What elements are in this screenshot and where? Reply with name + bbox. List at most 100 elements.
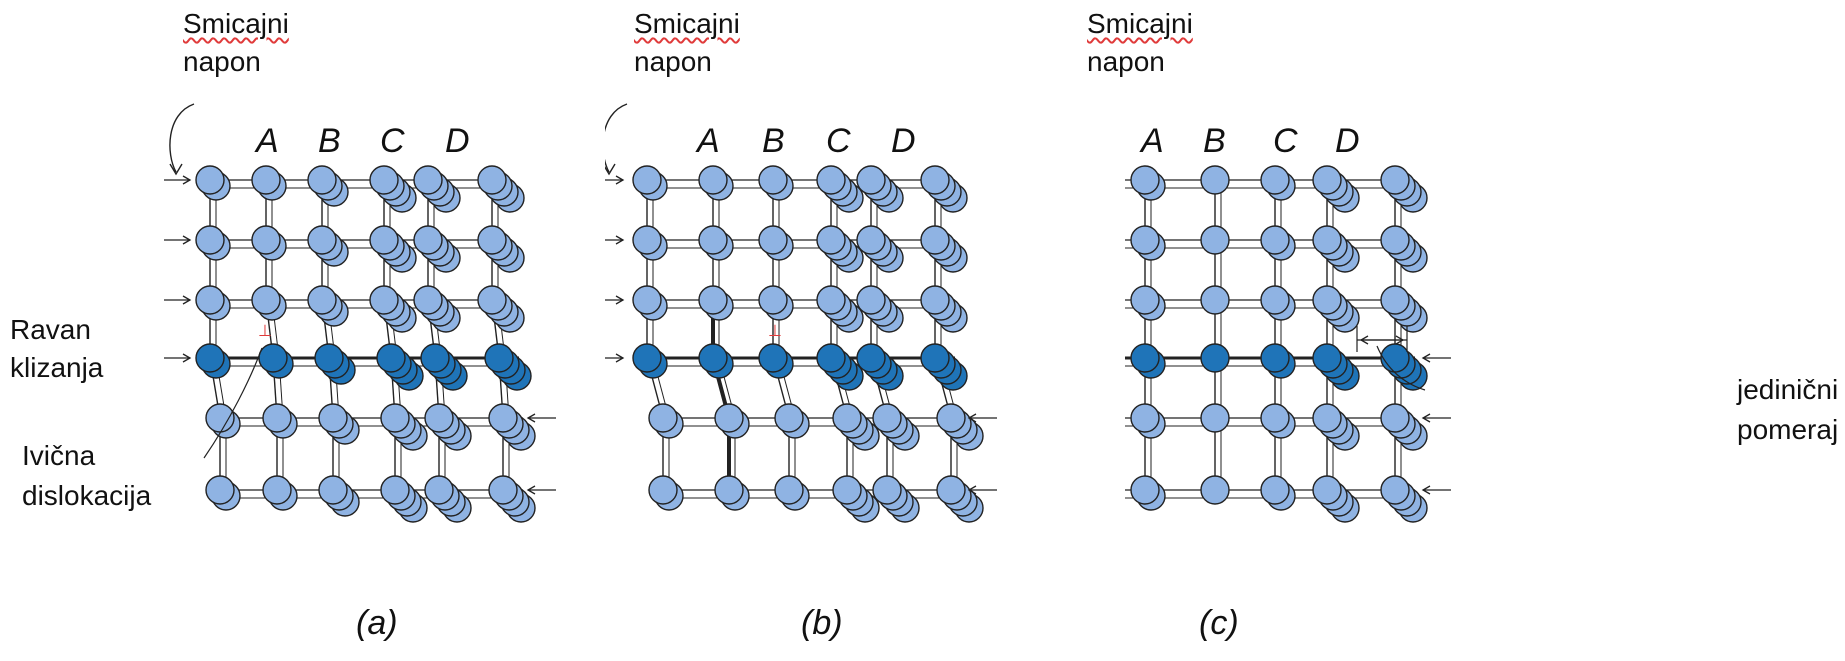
atom: [1312, 475, 1342, 505]
atom: [920, 225, 950, 255]
atom: [1380, 343, 1410, 373]
arrow-head: [182, 235, 192, 245]
panel-b: Smicajni napon A B C D (b) ⊥: [605, 0, 1165, 661]
arrow-head: [605, 163, 616, 176]
atom: [856, 343, 886, 373]
atom: [205, 475, 235, 505]
atom: [477, 285, 507, 315]
shear-stress-label-line2: napon: [1087, 46, 1165, 77]
atom: [1312, 343, 1342, 373]
atom: [1312, 165, 1342, 195]
atom: [872, 475, 902, 505]
atom: [758, 343, 788, 373]
dislocation-symbol: ⊥: [258, 323, 272, 340]
atom: [318, 403, 348, 433]
atom: [816, 343, 846, 373]
atom: [262, 475, 292, 505]
atom: [632, 165, 662, 195]
atom: [758, 165, 788, 195]
atom: [936, 475, 966, 505]
atom: [1380, 403, 1410, 433]
panel-c: Smicajni napon A B C D jedinični pomeraj…: [1087, 0, 1838, 661]
atom: [195, 285, 225, 315]
arrow-head: [1421, 485, 1431, 495]
atom: [413, 165, 443, 195]
displacement-pointer: [1376, 345, 1426, 391]
atom: [1200, 403, 1230, 433]
atom: [1260, 475, 1290, 505]
atom: [816, 165, 846, 195]
arrow-head: [615, 353, 625, 363]
caption-c: (c): [1199, 604, 1239, 642]
arrow-head: [182, 295, 192, 305]
atom: [856, 225, 886, 255]
slip-plane-label-line2: klizanja: [10, 352, 104, 383]
arrow-head: [1395, 335, 1405, 345]
atom: [380, 403, 410, 433]
atom: [1130, 285, 1160, 315]
atom: [632, 225, 662, 255]
atom: [1130, 225, 1160, 255]
shear-stress-label-line2: napon: [634, 46, 712, 77]
edge-dislocation-label-line1: Ivična: [22, 440, 96, 471]
arrow-head: [967, 485, 977, 495]
lattice-c: [1125, 165, 1451, 523]
atom: [920, 285, 950, 315]
atom: [195, 225, 225, 255]
atom: [648, 475, 678, 505]
arrow-head: [615, 235, 625, 245]
arrow-head: [526, 413, 536, 423]
dislocation-symbol: ⊥: [768, 323, 782, 340]
atom: [251, 285, 281, 315]
atom: [413, 225, 443, 255]
atom: [698, 165, 728, 195]
arrow-head: [1421, 413, 1431, 423]
atom: [1312, 285, 1342, 315]
arrow-head: [182, 175, 192, 185]
atom: [1130, 475, 1160, 505]
column-label-b: B: [1203, 122, 1226, 160]
column-label-a: A: [1141, 122, 1164, 160]
atom: [369, 165, 399, 195]
atom: [832, 475, 862, 505]
shear-stress-label-line1: Smicajni: [183, 8, 289, 39]
atom: [698, 225, 728, 255]
edge-dislocation-label-line2: dislokacija: [22, 480, 152, 511]
atom: [1380, 285, 1410, 315]
atom: [872, 403, 902, 433]
lattice-b: ⊥: [605, 103, 997, 523]
atom: [936, 403, 966, 433]
dislocation-pointer: [203, 347, 263, 459]
atom: [832, 403, 862, 433]
column-label-d: D: [1335, 122, 1360, 160]
lattice-a: ⊥: [164, 103, 556, 523]
atom: [856, 285, 886, 315]
atom: [420, 343, 450, 373]
atom: [477, 225, 507, 255]
column-label-a: A: [697, 122, 720, 160]
column-label-d: D: [891, 122, 916, 160]
atom: [376, 343, 406, 373]
arrow-head: [1421, 353, 1431, 363]
atom: [774, 403, 804, 433]
atom: [307, 285, 337, 315]
atom: [1260, 165, 1290, 195]
arrow-head: [169, 163, 183, 176]
atom: [1130, 343, 1160, 373]
atom: [251, 165, 281, 195]
atom: [816, 285, 846, 315]
arrow-head: [526, 485, 536, 495]
atom: [424, 475, 454, 505]
atom: [632, 343, 662, 373]
unit-displacement-label-line1: jedinični: [1737, 374, 1839, 405]
arrow-head: [967, 413, 977, 423]
caption-a: (a): [356, 604, 398, 642]
atom: [1200, 225, 1230, 255]
atom: [1200, 165, 1230, 195]
shear-arrow: [605, 103, 628, 173]
slip-plane-label-line1: Ravan: [10, 314, 91, 345]
atom: [920, 165, 950, 195]
atom: [251, 225, 281, 255]
atom: [413, 285, 443, 315]
atom: [424, 403, 454, 433]
